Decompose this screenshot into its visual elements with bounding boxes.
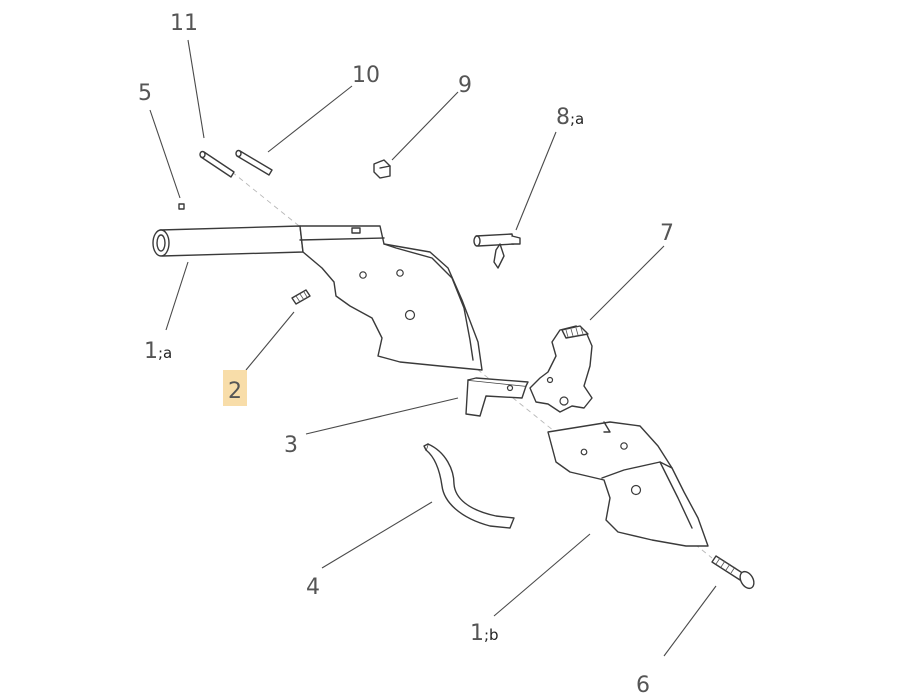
leader-3 <box>305 397 459 435</box>
leader-1b <box>493 533 591 617</box>
leader-11 <box>187 39 205 139</box>
leader-7 <box>589 245 665 321</box>
leader-6 <box>663 585 717 657</box>
callout-2-highlight <box>223 370 247 406</box>
callout-10: 10 <box>352 63 380 88</box>
callout-8a-suffix: ;a <box>570 110 584 128</box>
part-9-block <box>373 159 391 179</box>
leader-1a <box>165 261 189 331</box>
callout-1b-number: 1 <box>470 621 484 646</box>
callout-1a: 1;a <box>144 339 172 364</box>
callout-3: 3 <box>284 433 298 458</box>
part-1a-frame <box>152 225 483 371</box>
part-8a-trigger <box>473 233 521 269</box>
callout-8a-number: 8 <box>556 105 570 130</box>
leader-5 <box>149 109 181 199</box>
callout-1b: 1;b <box>470 621 499 646</box>
callout-1b-suffix: ;b <box>484 626 499 644</box>
part-10-pin <box>235 149 273 176</box>
callout-1a-number: 1 <box>144 339 158 364</box>
part-5-pin <box>178 203 185 210</box>
part-6-screw <box>711 555 755 590</box>
callout-8a: 8;a <box>556 105 584 130</box>
part-2-spring <box>291 289 311 305</box>
leader-8a <box>515 131 557 231</box>
leader-9 <box>391 91 459 161</box>
part-7-hammer <box>529 325 593 413</box>
callout-9: 9 <box>458 73 472 98</box>
callout-6: 6 <box>636 673 650 698</box>
part-1b-grip <box>547 421 709 547</box>
leader-2 <box>245 311 295 371</box>
part-4-mainspring <box>423 443 515 529</box>
callout-1a-suffix: ;a <box>158 344 172 362</box>
leader-4 <box>321 501 433 569</box>
callout-11: 11 <box>170 11 198 36</box>
part-3-sear <box>465 377 529 417</box>
callout-7: 7 <box>660 221 674 246</box>
callout-5: 5 <box>138 81 152 106</box>
leader-10 <box>267 85 353 153</box>
part-11-pin <box>199 150 235 178</box>
callout-2: 2 <box>228 379 242 404</box>
callout-4: 4 <box>306 575 320 600</box>
